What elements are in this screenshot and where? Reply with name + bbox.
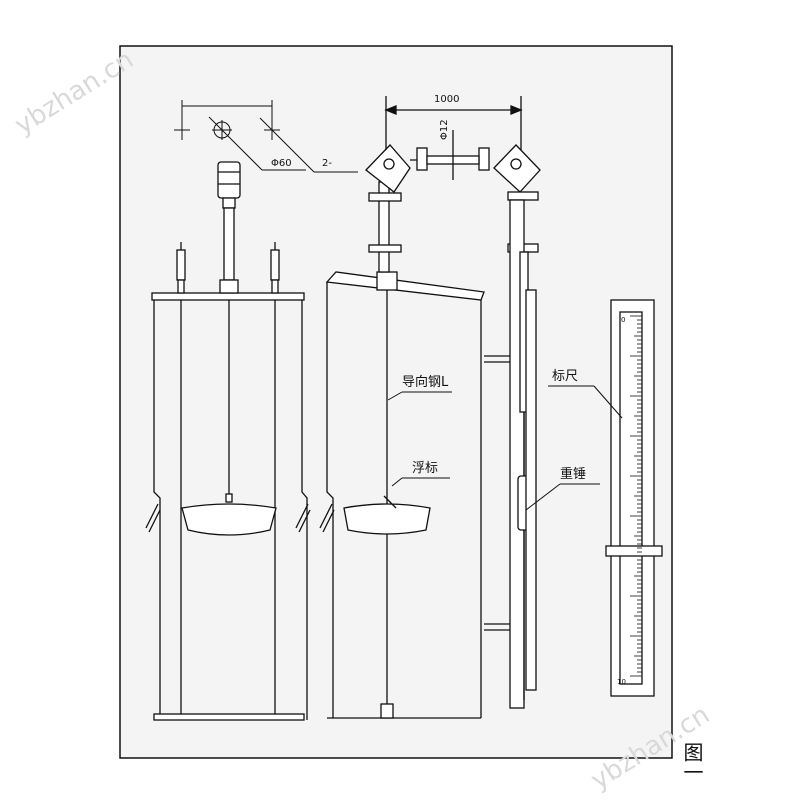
hole-diameter-label: Φ60 <box>271 158 292 169</box>
left-tank <box>145 161 311 721</box>
hole-count-label: 2- <box>322 158 332 169</box>
guide-wire-label: 导向钢L <box>402 374 449 390</box>
top-dimension-left <box>174 100 358 173</box>
counterweight-label: 重锤 <box>560 466 586 482</box>
span-dimension-label: 1000 <box>434 94 459 105</box>
float-label: 浮标 <box>412 461 438 476</box>
scale-ruler <box>605 299 663 697</box>
ruler-tick-label-bottom: 10 <box>617 678 626 686</box>
ruler-tick-label-top: 0 <box>621 316 625 324</box>
figure-caption: 图一 <box>680 742 704 782</box>
callout-leaders <box>387 385 623 511</box>
rod-diameter-label: Φ12 <box>439 119 450 140</box>
scale-label: 标尺 <box>552 369 578 384</box>
center-tank <box>319 96 541 719</box>
ruler-ticks <box>630 315 642 677</box>
counterweight-pipe <box>484 199 537 709</box>
